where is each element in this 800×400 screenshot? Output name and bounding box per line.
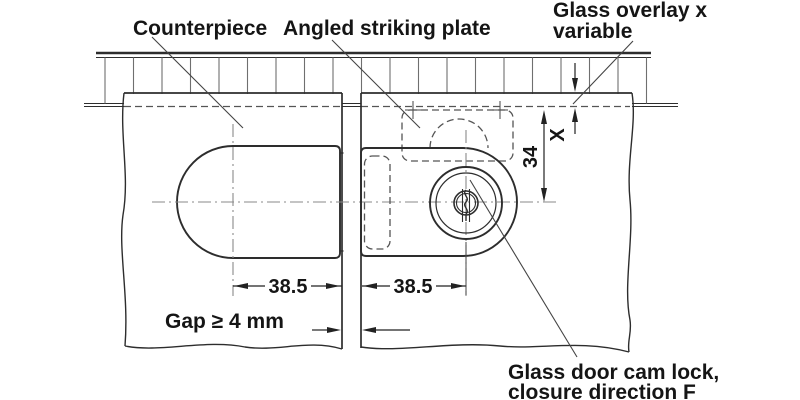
lock-clamp-plate-hidden [363,155,391,250]
label-glass-overlay-line1: Glass overlay x [553,0,707,22]
dimension-34: 34 [520,110,547,202]
screw-mark-right [492,101,508,119]
dim-text-left-38-5: 38.5 [269,276,308,298]
rail-hatch-ticks [104,57,648,104]
lock-cylinder [429,166,503,240]
counterpiece-leader [151,36,244,129]
dim-text-34: 34 [520,145,542,168]
label-cam-lock-line2: closure direction F [508,381,696,400]
label-cam-lock-line1: Glass door cam lock, [508,361,719,384]
label-counterpiece: Counterpiece [133,17,267,40]
label-gap-note: Gap ≥ 4 mm [165,310,284,333]
glass-overlay-leader [572,40,634,105]
striking-plate-dashed [401,101,514,162]
rail-bottom-exposed [84,102,678,108]
keyway [461,189,471,222]
counterpiece-outline [176,124,344,296]
dimension-lock-width: 38.5 [362,242,467,298]
cam-sweep-dome [429,118,489,149]
screw-mark-left [405,101,421,119]
cam-lock-leader [469,179,578,358]
dimension-counterpiece-width: 38.5 [233,276,342,298]
right-glass-panel [360,92,635,353]
label-glass-overlay-line2: variable [553,20,632,43]
dimension-gap-arrows [312,327,410,333]
label-striking-plate: Angled striking plate [283,17,491,40]
dimension-overlay-x: X [547,63,578,142]
dim-text-x: X [547,128,569,142]
cam-lock-body [360,130,518,296]
dim-text-right-38-5: 38.5 [394,276,433,298]
striking-plate-leader [331,39,421,129]
top-rail [84,51,678,108]
left-glass-panel [120,92,343,350]
